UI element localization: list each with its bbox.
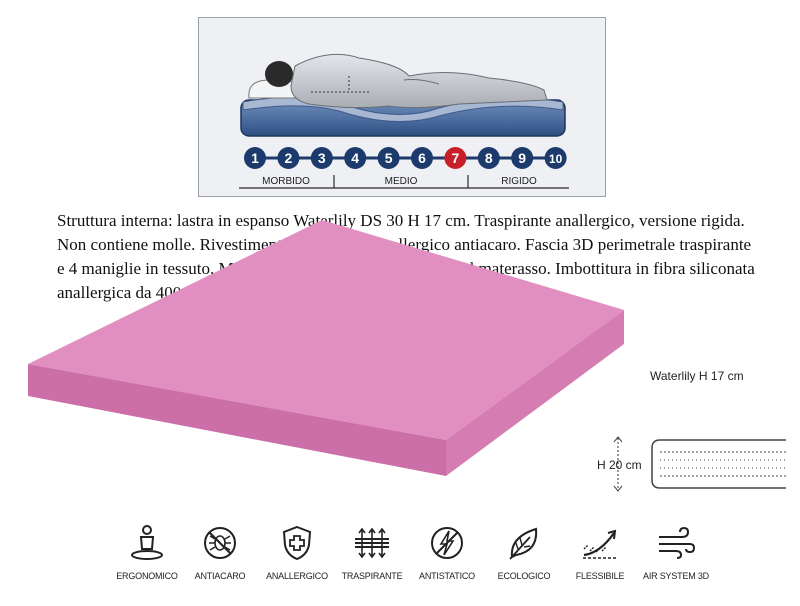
firmness-dot <box>344 147 367 169</box>
feature-ergonomic: ERGONOMICO <box>97 525 197 581</box>
anti-mite-icon <box>204 527 236 559</box>
feature-label: ANTIACARO <box>194 571 246 581</box>
ecological-leaf-icon <box>509 527 538 560</box>
feature-breathable: TRASPIRANTE <box>322 525 422 581</box>
feature-antistatic: ANTISTATICO <box>397 525 497 581</box>
feature-label: ANALLERGICO <box>266 571 328 581</box>
firmness-dot-label: 8 <box>485 150 493 166</box>
firmness-dot <box>277 147 300 169</box>
firmness-panel: 1 2 3 4 5 6 7 8 9 10 MORBIDO MEDIO RIGIDO <box>198 17 606 197</box>
flexible-arrow-icon <box>583 529 617 559</box>
firmness-dot <box>244 147 266 169</box>
feature-label: ECOLOGICO <box>497 571 551 581</box>
ergonomic-person-icon <box>131 525 163 560</box>
foam-label: Waterlily H 17 cm <box>650 369 744 383</box>
firmness-dot-label: 5 <box>385 150 393 166</box>
firmness-dot <box>511 147 534 169</box>
firmness-dot-selected <box>444 147 467 169</box>
firmness-dot <box>411 147 433 169</box>
feature-flexible: FLESSIBILE <box>550 525 650 581</box>
firmness-dot <box>377 147 400 169</box>
firmness-dot-label: 7 <box>452 150 460 166</box>
firmness-scale: 1 2 3 4 5 6 7 8 9 10 <box>244 147 567 169</box>
firmness-dot-label: 2 <box>285 150 293 166</box>
firmness-dot-label: 9 <box>518 150 526 166</box>
feature-label: ANTISTATICO <box>419 571 475 581</box>
firmness-dot-label: 10 <box>549 152 563 166</box>
zone-label-rigid: RIGIDO <box>501 176 537 187</box>
foam-block-illustration <box>28 220 624 476</box>
firmness-dot <box>477 147 500 169</box>
height-label: H 20 cm <box>597 458 642 472</box>
firmness-dot-label: 4 <box>351 150 359 166</box>
firmness-dot <box>544 147 567 169</box>
feature-ecological: ECOLOGICO <box>474 525 574 581</box>
firmness-dot-label: 6 <box>418 150 426 166</box>
breathable-layers-icon <box>355 527 389 559</box>
sleeping-person-illustration <box>265 53 548 109</box>
zone-label-soft: MORBIDO <box>262 176 310 187</box>
feature-anti-mite: ANTIACARO <box>170 525 270 581</box>
firmness-dot-label: 3 <box>318 150 326 166</box>
feature-label: ERGONOMICO <box>116 571 178 581</box>
zone-label-medium: MEDIO <box>385 176 418 187</box>
feature-label: TRASPIRANTE <box>341 571 403 581</box>
cross-section-illustration <box>613 436 786 492</box>
antistatic-bolt-icon <box>431 527 463 559</box>
air-wind-icon <box>659 526 696 559</box>
firmness-dot <box>310 147 333 169</box>
anallergic-shield-icon <box>282 525 312 561</box>
feature-label: FLESSIBILE <box>575 571 625 581</box>
feature-anallergic: ANALLERGICO <box>247 525 347 581</box>
firmness-illustration: 1 2 3 4 5 6 7 8 9 10 MORBIDO MEDIO RIGIDO <box>239 53 569 189</box>
firmness-dot-label: 1 <box>251 150 259 166</box>
feature-label: AIR SYSTEM 3D <box>643 571 709 581</box>
feature-air-system: AIR SYSTEM 3D <box>626 525 726 581</box>
